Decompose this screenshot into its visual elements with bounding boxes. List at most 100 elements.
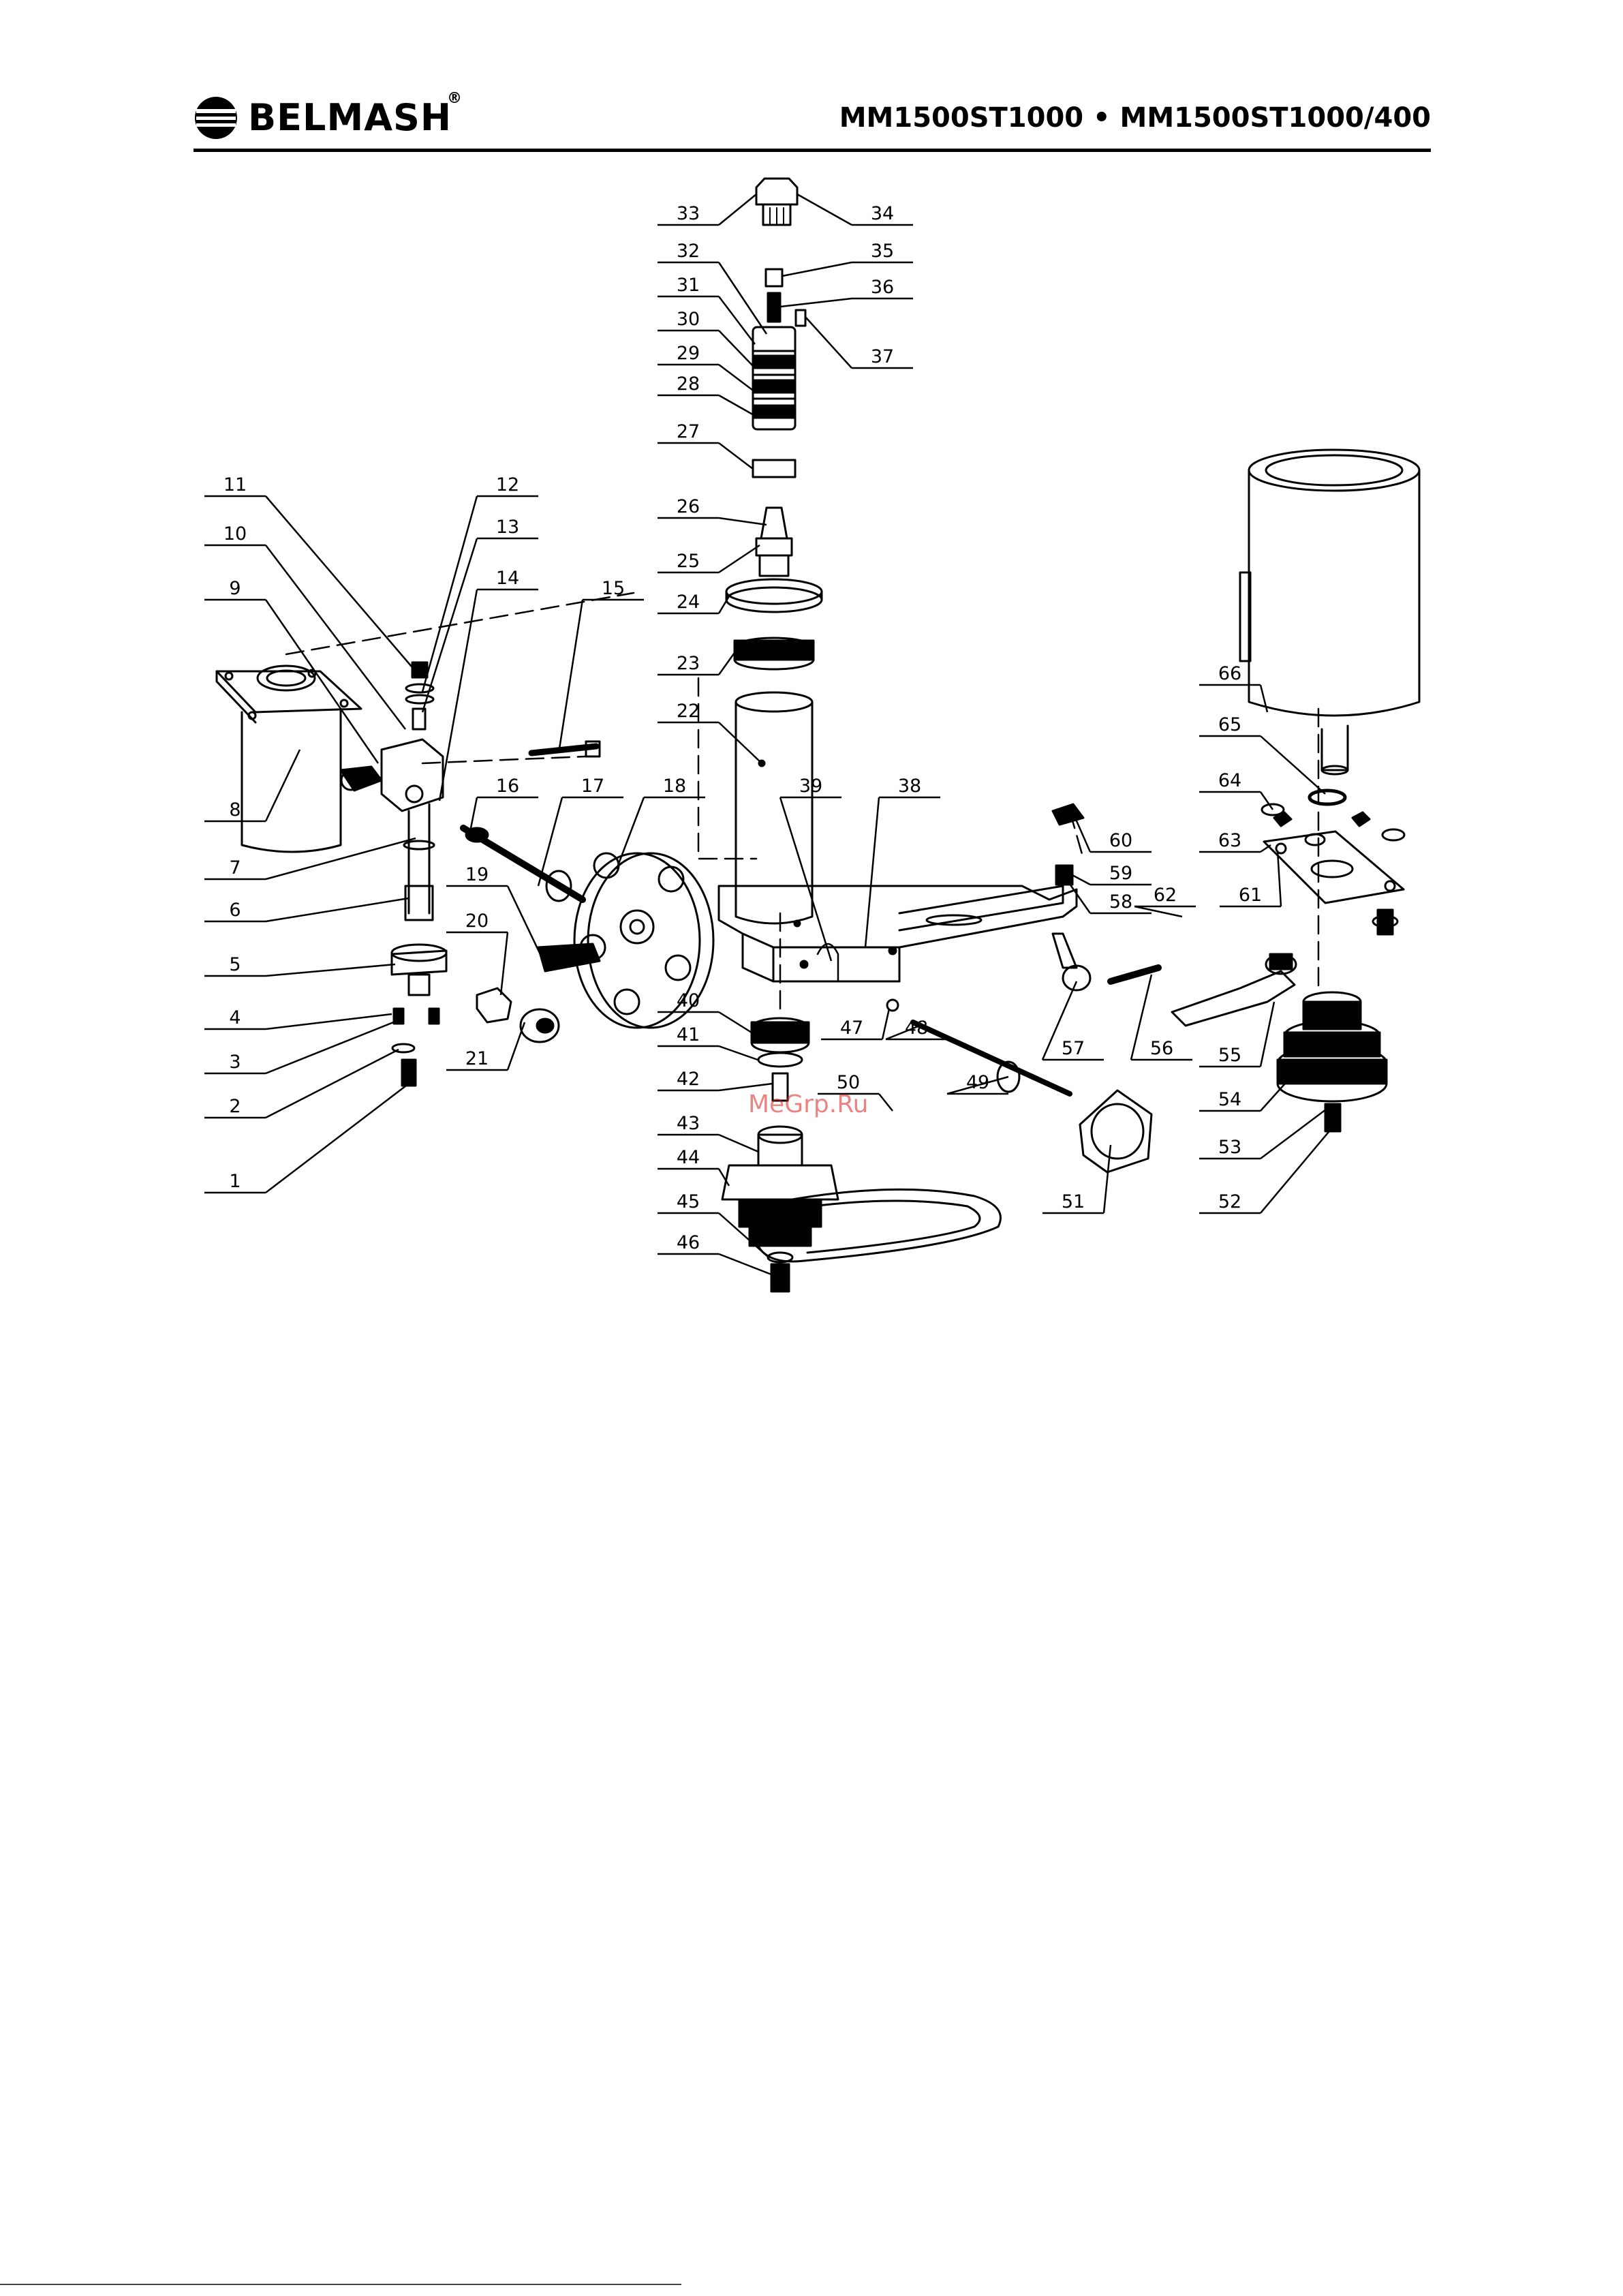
- callout-14: 14: [439, 568, 538, 801]
- callout-23: 23: [658, 651, 736, 675]
- callout-10: 10: [204, 523, 405, 729]
- callout-leader: [508, 886, 545, 964]
- callout-number: 4: [229, 1007, 241, 1028]
- callout-number: 6: [229, 900, 241, 921]
- callout-leader: [780, 797, 831, 961]
- callout-number: 12: [496, 474, 519, 495]
- callout-number: 22: [677, 701, 700, 722]
- callout-leader: [719, 1046, 758, 1060]
- callout-4: 4: [204, 1007, 392, 1029]
- callout-number: 54: [1218, 1089, 1241, 1110]
- callout-number: 3: [229, 1052, 241, 1073]
- callout-leader: [719, 443, 753, 469]
- callout-number: 25: [677, 551, 700, 572]
- callout-number: 52: [1218, 1191, 1241, 1212]
- callout-number: 28: [677, 373, 700, 395]
- callout-56: 56: [1131, 975, 1192, 1060]
- exploded-parts-diagram: 1234567891011121314151617181920212223242…: [0, 0, 1623, 1363]
- callout-leader: [780, 299, 852, 307]
- callout-number: 49: [966, 1072, 989, 1093]
- callout-number: 5: [229, 954, 241, 975]
- callout-leader: [266, 1084, 409, 1193]
- callout-31: 31: [658, 275, 755, 344]
- callout-number: 29: [677, 343, 700, 364]
- callout-number: 44: [677, 1147, 700, 1168]
- callout-leader: [1134, 906, 1182, 917]
- callout-number: 58: [1109, 891, 1132, 913]
- callout-37: 37: [805, 317, 913, 368]
- callout-leader: [470, 797, 477, 831]
- callout-number: 21: [465, 1048, 489, 1069]
- callout-number: 51: [1062, 1191, 1085, 1212]
- callout-25: 25: [658, 545, 760, 572]
- callout-number: 37: [871, 346, 894, 367]
- callout-number: 42: [677, 1069, 700, 1090]
- callout-number: 64: [1218, 770, 1241, 791]
- callout-20: 20: [446, 910, 508, 995]
- callout-leader: [1131, 975, 1151, 1060]
- callout-number: 18: [663, 776, 686, 797]
- callout-leader: [266, 1014, 392, 1029]
- callout-number: 59: [1109, 863, 1132, 884]
- callout-leader: [422, 496, 477, 692]
- callout-33: 33: [658, 194, 756, 225]
- callout-number: 20: [465, 910, 489, 932]
- clamp-parts: [1053, 804, 1158, 990]
- callout-number: 17: [581, 776, 604, 797]
- callout-number: 62: [1154, 885, 1177, 906]
- callout-number: 23: [677, 653, 700, 674]
- callout-8: 8: [204, 750, 300, 821]
- callout-22: 22: [658, 701, 762, 763]
- callout-leader: [719, 722, 762, 763]
- callout-number: 7: [229, 857, 241, 878]
- callout-51: 51: [1042, 1145, 1111, 1213]
- callout-leader: [805, 317, 852, 368]
- callout-21: 21: [446, 1022, 525, 1070]
- callout-leader: [1261, 1107, 1329, 1159]
- callout-number: 26: [677, 496, 700, 517]
- callout-leader: [719, 194, 756, 225]
- callout-number: 8: [229, 799, 241, 821]
- callout-number: 40: [677, 990, 700, 1011]
- callout-leader: [439, 590, 477, 801]
- callout-leader: [719, 365, 755, 392]
- callout-60: 60: [1075, 818, 1151, 852]
- callout-53: 53: [1199, 1107, 1329, 1159]
- motor-pulley: [1172, 954, 1387, 1131]
- callout-11: 11: [204, 474, 416, 671]
- callout-number: 33: [677, 203, 700, 224]
- callout-leader: [1261, 685, 1267, 712]
- callout-leader: [1261, 736, 1325, 794]
- callout-number: 1: [229, 1171, 241, 1192]
- callout-number: 11: [223, 474, 247, 495]
- callout-leader: [879, 1094, 893, 1111]
- callout-26: 26: [658, 496, 767, 525]
- callout-number: 41: [677, 1024, 700, 1045]
- callout-number: 55: [1218, 1045, 1241, 1066]
- callout-30: 30: [658, 309, 755, 368]
- callout-34: 34: [797, 194, 913, 225]
- callout-44: 44: [658, 1147, 729, 1186]
- callout-63: 63: [1199, 830, 1271, 852]
- callout-number: 57: [1062, 1038, 1085, 1059]
- callout-32: 32: [658, 241, 767, 334]
- callout-number: 32: [677, 241, 700, 262]
- watermark-text: MeGrp.Ru: [748, 1090, 868, 1118]
- callout-leader: [865, 797, 879, 947]
- callout-leader: [501, 932, 508, 995]
- callout-leader: [266, 750, 300, 821]
- callout-number: 13: [496, 517, 519, 538]
- callout-number: 24: [677, 592, 700, 613]
- callout-6: 6: [204, 898, 409, 921]
- callout-number: 14: [496, 568, 519, 589]
- spindle-column: [726, 179, 822, 926]
- callout-number: 2: [229, 1096, 241, 1117]
- callout-number: 16: [496, 776, 519, 797]
- callout-number: 65: [1218, 714, 1241, 735]
- callout-leader: [422, 538, 477, 712]
- callout-leader: [559, 600, 583, 753]
- callout-27: 27: [658, 421, 753, 469]
- callout-leader: [538, 797, 562, 886]
- callout-number: 61: [1239, 885, 1262, 906]
- callout-17: 17: [538, 776, 623, 886]
